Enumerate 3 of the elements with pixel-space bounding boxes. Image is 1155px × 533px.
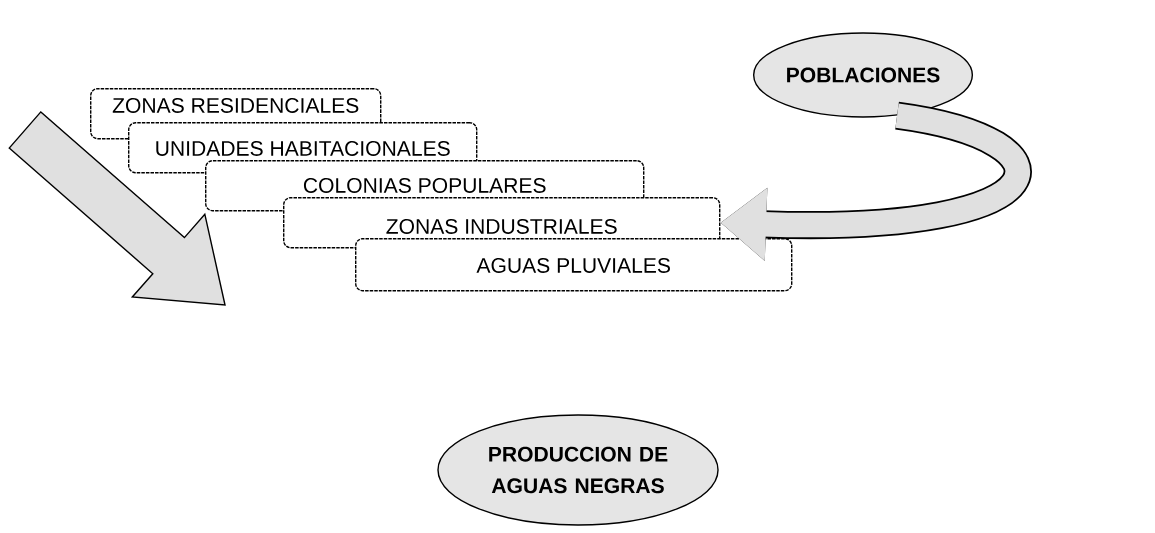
ellipse-node: POBLACIONES <box>752 32 974 118</box>
text-box: AGUAS PLUVIALES <box>355 238 793 292</box>
ellipse-node: PRODUCCION DE AGUAS NEGRAS <box>437 414 719 526</box>
